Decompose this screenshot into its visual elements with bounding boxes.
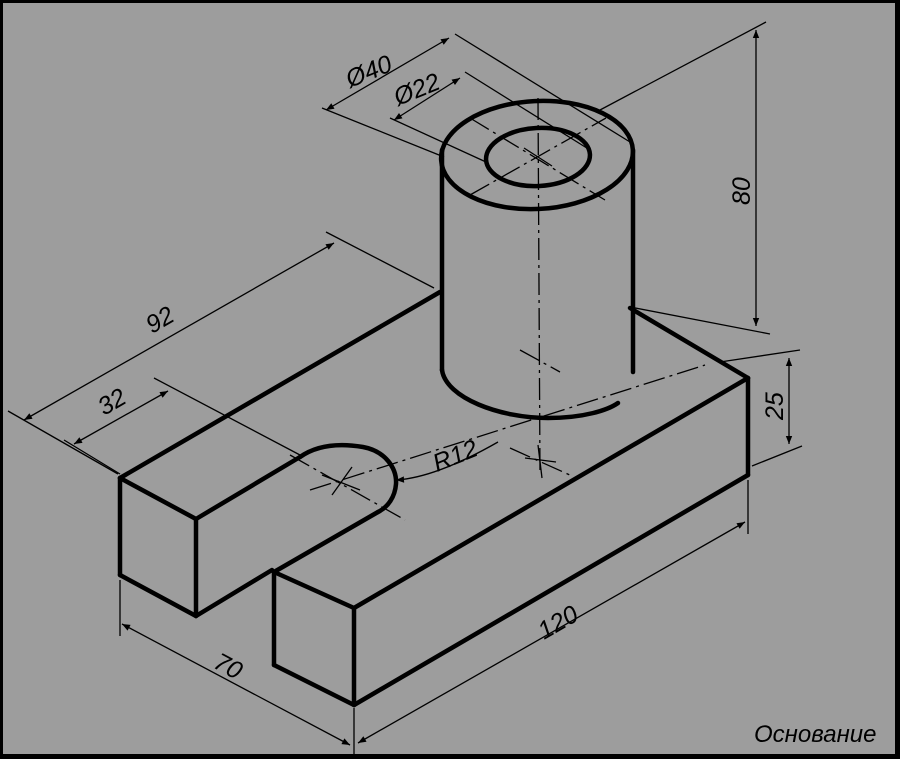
dimension-height-25: 25	[761, 392, 789, 421]
height80-extension-top	[599, 21, 767, 111]
dia40-extension-left	[321, 107, 445, 158]
height80-extension-bottom	[629, 306, 771, 335]
center-lines	[289, 97, 706, 521]
height25-extension-bottom	[751, 445, 803, 467]
dimension-height-80: 80	[728, 177, 756, 205]
lower-center-tick-b	[537, 444, 543, 479]
left-prong-bottom-edge	[117, 572, 199, 619]
lower-center-line	[509, 447, 573, 477]
left-prong-top-front-edge	[117, 475, 199, 522]
slot-floor-edge	[193, 567, 275, 619]
dimension-lines	[7, 21, 803, 755]
dia40-extension-right	[454, 33, 631, 143]
cylinder	[438, 98, 636, 421]
cylinder-vertical-axis	[537, 97, 541, 476]
lower-center-tick-a	[524, 457, 557, 463]
depth70-dimension-line	[121, 623, 351, 746]
base-center-line-diagonal	[519, 349, 561, 373]
top-center-line-diagonal	[469, 117, 606, 201]
width32-dimension-line	[73, 390, 169, 445]
base-top-right-edge	[627, 305, 751, 381]
width32-extension-left	[63, 439, 121, 475]
dia22-extension-left	[389, 117, 487, 163]
right-prong-top-left-edge	[271, 569, 357, 611]
dia22-extension-right	[464, 71, 591, 151]
length92-dimension-line	[23, 242, 335, 421]
radius12-leader	[395, 441, 499, 483]
dia40-dimension-line	[325, 37, 450, 111]
part-title: Основание	[754, 721, 876, 748]
width32-extension-right	[153, 377, 301, 456]
left-prong-top-inner-edge	[193, 454, 303, 522]
cylinder-base-curve	[439, 367, 621, 421]
dia22-dimension-line	[393, 77, 461, 121]
slot-center-tick-b	[331, 466, 353, 496]
height25-extension-top	[719, 349, 801, 363]
slot-arc	[297, 442, 399, 515]
length120-dimension-line	[357, 521, 746, 744]
cylinder-bore-ellipse	[483, 125, 593, 189]
slot-center-line	[289, 454, 406, 521]
top-center-tick	[523, 147, 553, 167]
length92-extension-right	[325, 231, 435, 289]
length92-extension-left	[7, 410, 119, 475]
